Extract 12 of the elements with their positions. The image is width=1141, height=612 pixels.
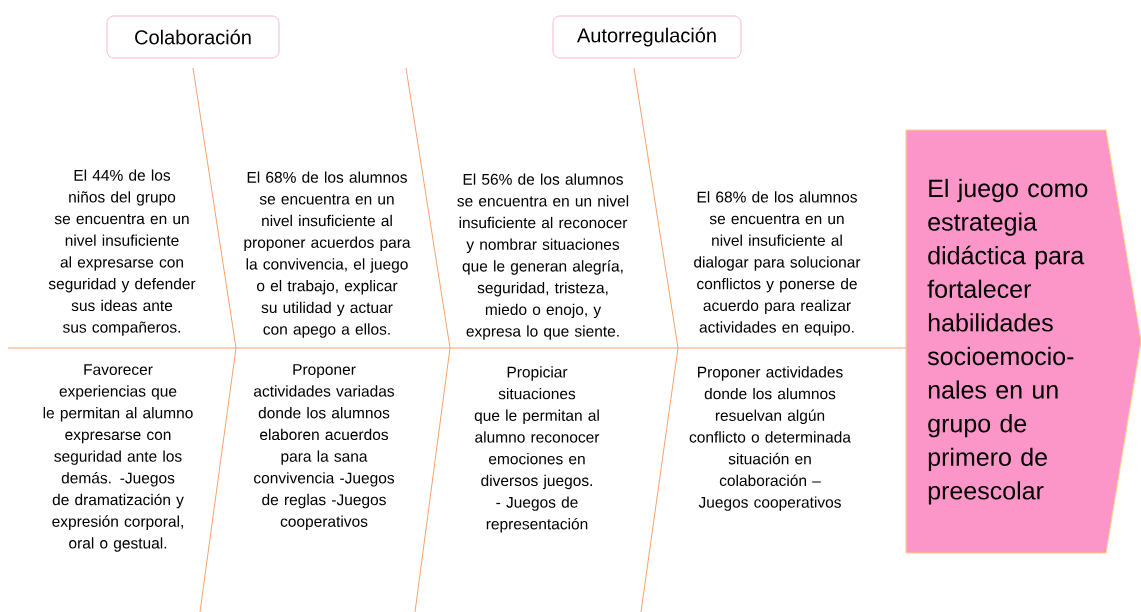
cause-text: El 44% de los niños del grupo se encuentra en un nivel insuficiente al expresarse con seguridad y defender sus ideas ante sus compañeros. (48, 169, 196, 336)
cause-text: El 56% de los alumnos se encuentra en un nivel insuficiente al reconocer y nombrar situaciones que le generan alegría, seguridad, tristeza, miedo o enojo, y expresa lo que siente. (457, 173, 629, 340)
head-pentagon: El juego como estrategia didáctica para fortalecer habilidades socioemocio- nales en un grupo de primero de preescolar (905, 129, 1141, 554)
cause-text: El 68% de los alumnos se encuentra en un nivel insuficiente al dialogar para solucionar conflictos y ponerse de acuerdo para realizar actividades en equipo. (694, 191, 861, 336)
cause-text: El 68% de los alumnos se encuentra en un nivel insuficiente al proponer acuerdos para la convivencia, el juego o el trabajo, explicar su utilidad y actuar con apego a ellos. (244, 171, 411, 338)
category-box: Colaboración (106, 15, 280, 59)
spine-line (7, 347, 907, 349)
action-text: Proponer actividades variadas donde los alumnos elaboren acuerdos para la sana convivencia -Juegos de reglas -Juegos cooperativos (254, 364, 395, 530)
category-box: Autorregulación (552, 15, 742, 59)
action-text: Favorecer experiencias que le permitan al alumno expresarse con seguridad ante los demás. -Juegos de dramatización y expresión corporal, oral o gestual. (43, 364, 193, 552)
action-text: Propiciar situaciones que le permitan al alumno reconocer emociones en diversos juegos. - Juegos de representación (474, 366, 600, 533)
action-text: Proponer actividades donde los alumnos resuelvan algún conflicto o determinada situación en colaboración –Juegos cooperativos (689, 366, 851, 511)
